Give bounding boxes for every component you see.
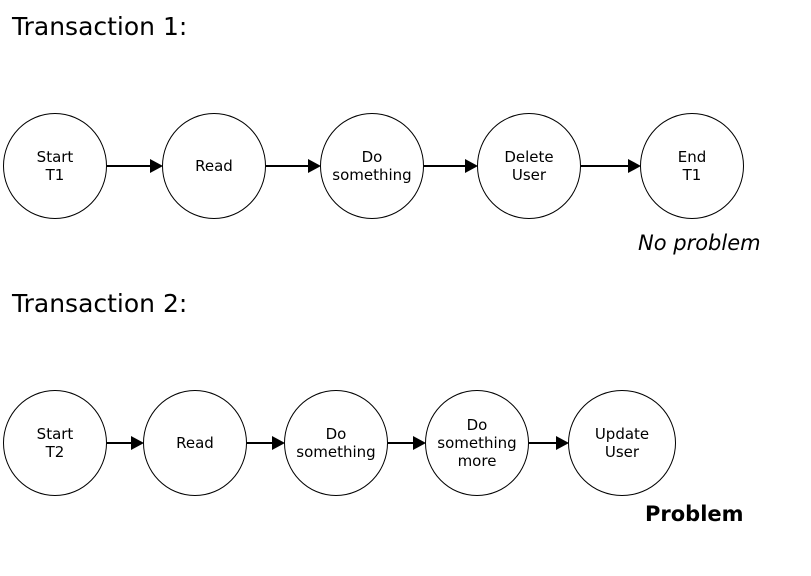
node-label: Read <box>176 433 214 452</box>
node-label: Start T1 <box>36 147 74 184</box>
node-do-something-more[interactable]: Do something more <box>425 390 529 496</box>
arrow-line <box>388 442 413 444</box>
arrow-do-something-to-delete-user <box>424 159 478 173</box>
node-end-t1[interactable]: End T1 <box>640 113 744 219</box>
arrow-do-something-more-to-update-user <box>529 436 569 450</box>
node-label: Do something <box>332 147 412 184</box>
arrow-line <box>424 165 465 167</box>
node-delete-user[interactable]: Delete User <box>477 113 581 219</box>
node-do-something-t1[interactable]: Do something <box>320 113 424 219</box>
node-start-t1[interactable]: Start T1 <box>3 113 107 219</box>
node-do-something-t2[interactable]: Do something <box>284 390 388 496</box>
arrow-line <box>529 442 556 444</box>
node-label: Do something <box>296 424 376 461</box>
arrow-head-icon <box>465 159 478 173</box>
arrow-do-something-to-do-something-more <box>388 436 426 450</box>
arrow-line <box>247 442 272 444</box>
node-start-t2[interactable]: Start T2 <box>3 390 107 496</box>
arrow-delete-user-to-end-t1 <box>581 159 641 173</box>
node-label: Read <box>195 156 233 175</box>
node-label: End T1 <box>677 147 707 184</box>
arrow-head-icon <box>272 436 285 450</box>
transaction-1-heading: Transaction 1: <box>12 12 188 41</box>
node-read-t1[interactable]: Read <box>162 113 266 219</box>
arrow-line <box>581 165 628 167</box>
annotation-problem: Problem <box>645 502 744 526</box>
arrow-line <box>266 165 308 167</box>
arrow-head-icon <box>131 436 144 450</box>
node-label: Do something more <box>437 415 517 471</box>
arrow-start-t1-to-read <box>107 159 163 173</box>
node-update-user[interactable]: Update User <box>568 390 676 496</box>
node-read-t2[interactable]: Read <box>143 390 247 496</box>
arrow-head-icon <box>150 159 163 173</box>
arrow-head-icon <box>628 159 641 173</box>
arrow-head-icon <box>413 436 426 450</box>
arrow-line <box>107 165 150 167</box>
annotation-no-problem: No problem <box>638 231 761 255</box>
arrow-head-icon <box>556 436 569 450</box>
transaction-2-heading: Transaction 2: <box>12 289 188 318</box>
arrow-read-to-do-something-t1 <box>266 159 321 173</box>
arrow-start-t2-to-read <box>107 436 144 450</box>
node-label: Start T2 <box>36 424 74 461</box>
arrow-head-icon <box>308 159 321 173</box>
arrow-read-to-do-something-t2 <box>247 436 285 450</box>
node-label: Update User <box>594 424 650 461</box>
node-label: Delete User <box>504 147 554 184</box>
arrow-line <box>107 442 131 444</box>
